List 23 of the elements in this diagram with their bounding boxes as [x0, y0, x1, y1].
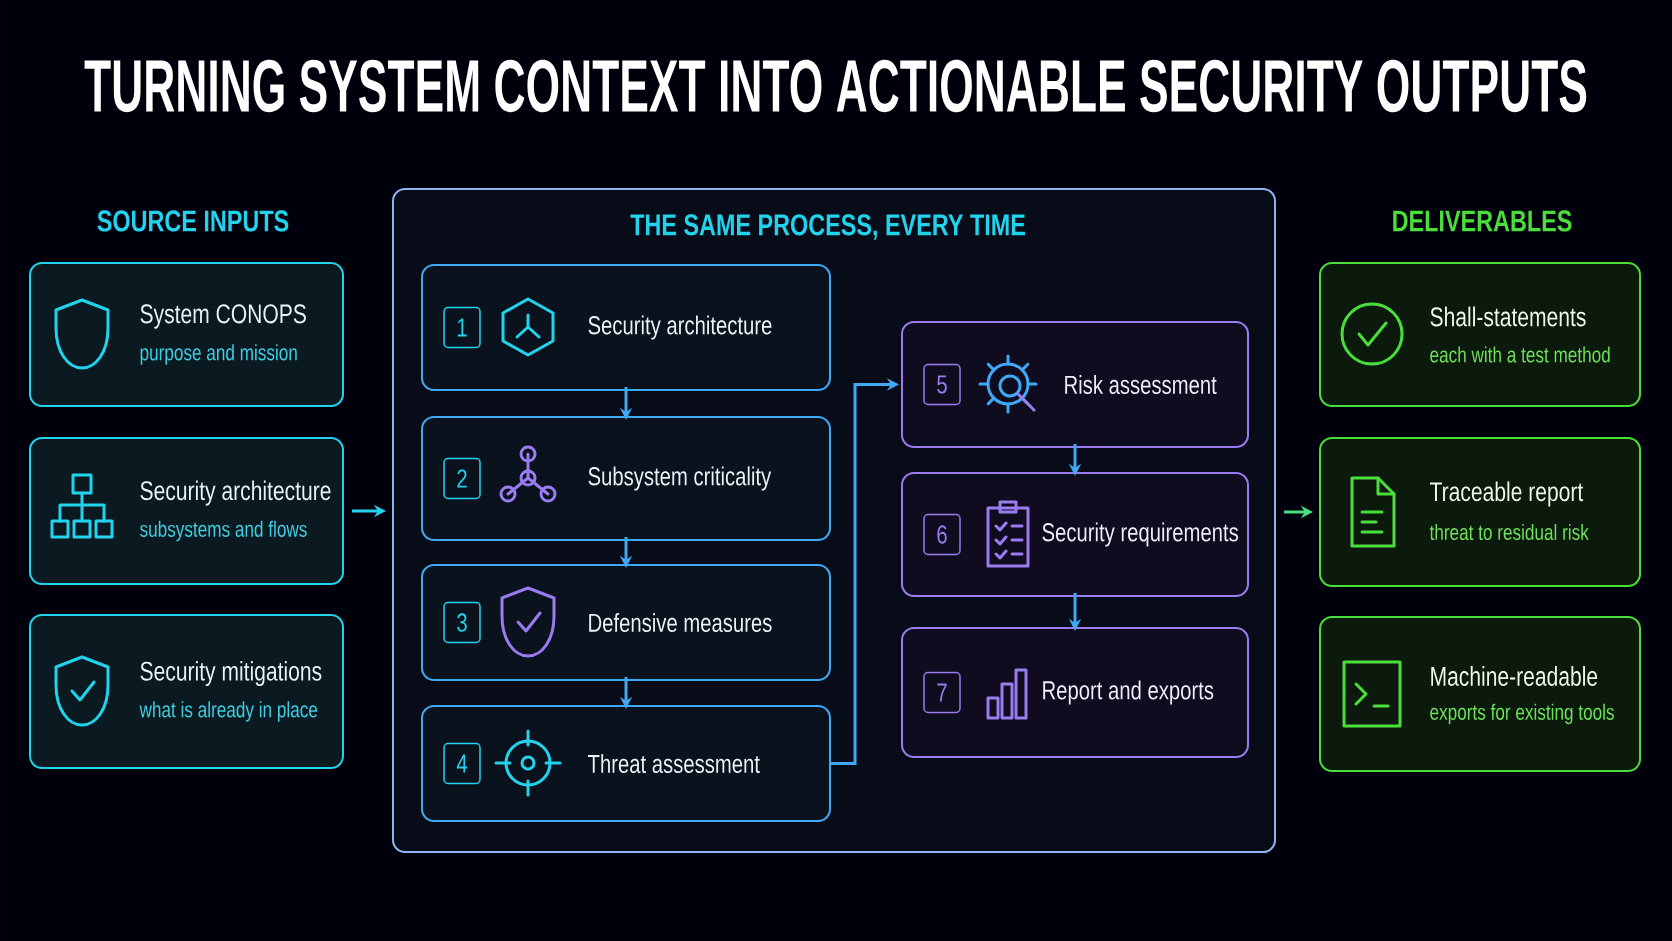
deliverable-card: Traceable report threat to residual risk: [1319, 437, 1641, 587]
title: TURNING SYSTEM CONTEXT INTO ACTIONABLE SECURITY OUTPUTS: [84, 59, 1587, 113]
input-card: System CONOPS purpose and mission: [29, 262, 344, 407]
deliverable-card: Shall-statements each with a test method: [1319, 262, 1641, 407]
deliverable-card: Machine-readable exports for existing tools: [1319, 616, 1641, 772]
step-number-badge: 3: [443, 601, 481, 644]
step-number-badge: 2: [443, 457, 481, 500]
input-card: Security architecture subsystems and flows: [29, 437, 344, 585]
step-number-badge: 4: [443, 742, 481, 785]
step-number-badge: 1: [443, 306, 481, 349]
column-heading: SOURCE INPUTS: [97, 210, 289, 232]
column-heading: DELIVERABLES: [1393, 210, 1572, 232]
input-card: Security mitigations what is already in place: [29, 614, 344, 769]
process-step-box: 5 Risk assessment: [901, 321, 1249, 448]
step-number-badge: 5: [923, 363, 961, 406]
step-number-badge: 7: [923, 671, 961, 714]
process-step-box: 4 Threat assessment: [421, 705, 831, 822]
process-step-box: 7 Report and exports: [901, 627, 1249, 758]
process-step-box: 6 Security requirements: [901, 472, 1249, 597]
process-step-box: 2 Subsystem criticality: [421, 416, 831, 541]
process-step-box: 1 Security architecture: [421, 264, 831, 391]
step-number-badge: 6: [923, 513, 961, 556]
process-step-box: 3 Defensive measures: [421, 564, 831, 681]
